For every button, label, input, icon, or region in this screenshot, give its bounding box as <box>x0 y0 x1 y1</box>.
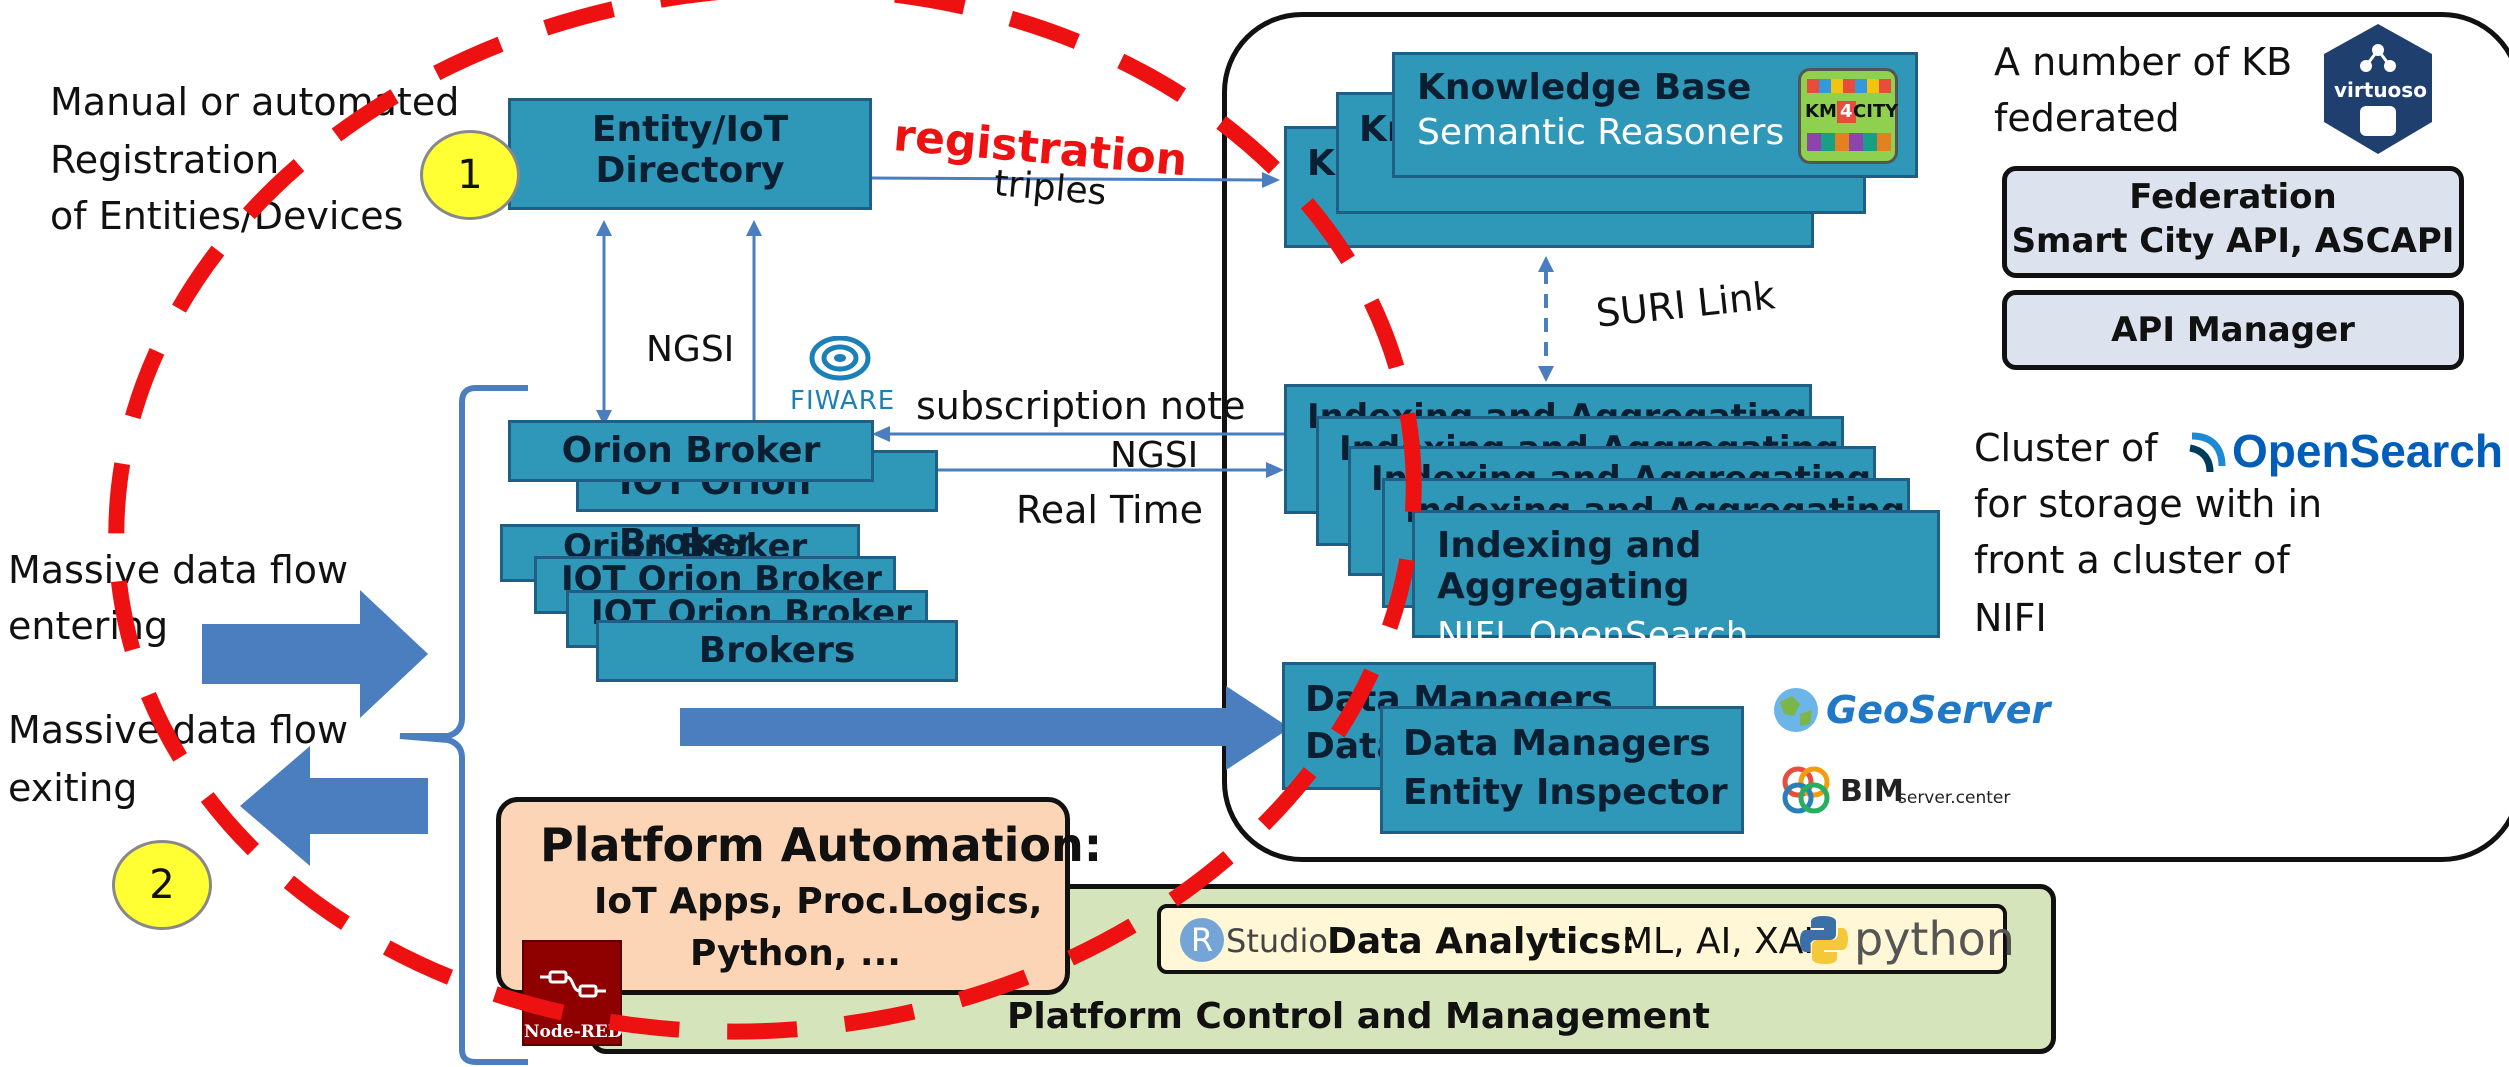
indexing-box: Indexing and Aggregating NIFI, OpenSearc… <box>1412 510 1940 656</box>
broker-label-orion: Orion Broker <box>561 430 821 471</box>
opensearch-logo: OpenSearch <box>2184 424 2503 484</box>
entity-directory-line2: Directory <box>595 150 785 191</box>
virtuoso-label: virtuoso <box>2334 78 2427 102</box>
entity-directory-box: Entity/IoT Directory <box>508 98 872 210</box>
bim-logo: BIM server.center <box>1778 762 2018 822</box>
marker-2: 2 <box>112 840 212 930</box>
km4city-4: 4 <box>1837 101 1856 123</box>
fiware-logo: FIWARE <box>790 336 894 416</box>
real-time-label: Real Time <box>1016 488 1203 532</box>
registration-text-1: Manual or automated <box>50 80 460 124</box>
indexing-subtitle: NIFI, OpenSearch <box>1437 615 1749 656</box>
ngsi-vertical-label: NGSI <box>646 329 735 370</box>
km4city-logo: KM 4 CITY <box>1798 68 1898 164</box>
opensearch-label: OpenSearch <box>2232 425 2503 477</box>
registration-text-3: of Entities/Devices <box>50 194 404 238</box>
flow-in-arrow <box>202 590 428 718</box>
data-managers-line1: Data Managers <box>1403 723 1711 764</box>
kb-federated-2: federated <box>1994 96 2180 140</box>
fiware-icon <box>809 336 871 381</box>
federation-panel: Federation Smart City API, ASCAPI <box>2002 166 2464 278</box>
left-brace <box>399 385 528 1065</box>
opensearch-text-3: front a cluster of <box>1974 538 2290 582</box>
ngsi-horizontal-label: NGSI <box>1110 435 1199 476</box>
flow-out-text-2: exiting <box>8 766 138 810</box>
subscription-label: subscription note <box>916 384 1246 428</box>
bim-sublabel: server.center <box>1898 788 2011 808</box>
python-logo: python <box>1800 912 2015 968</box>
data-analytics-rest: ML, AI, XAI <box>1622 921 1815 962</box>
federation-line1: Federation <box>2129 177 2337 217</box>
kb-title: Knowledge Base <box>1417 67 1752 108</box>
bim-icon <box>1782 766 1830 814</box>
python-icon <box>1800 916 1848 964</box>
data-managers-arrow <box>680 686 1290 770</box>
api-manager-label: API Manager <box>2111 310 2355 350</box>
registration-text-2: Registration <box>50 138 280 182</box>
opensearch-text-1: Cluster of <box>1974 426 2158 470</box>
orion-broker-box: Orion Broker <box>508 420 874 482</box>
brokers-box: Brokers <box>596 620 958 682</box>
python-label: python <box>1854 912 2015 966</box>
virtuoso-icon <box>2324 24 2432 154</box>
opensearch-text-4: NIFI <box>1974 596 2047 640</box>
flow-out-text-1: Massive data flow <box>8 708 349 752</box>
virtuoso-logo: virtuoso <box>2322 22 2434 156</box>
geoserver-logo: GeoServer <box>1770 682 2050 742</box>
opensearch-icon <box>2189 432 2226 473</box>
entity-directory-line1: Entity/IoT <box>591 109 789 150</box>
indexing-title: Indexing and Aggregating <box>1437 525 1702 607</box>
flow-in-text-2: entering <box>8 604 169 648</box>
data-managers-line2: Entity Inspector <box>1403 772 1728 813</box>
bim-label: BIM <box>1840 774 1904 809</box>
marker-1: 1 <box>420 130 520 220</box>
km4city-km: KM <box>1805 101 1837 122</box>
flow-in-text-1: Massive data flow <box>8 548 349 592</box>
data-managers-box: Data Managers Entity Inspector <box>1380 706 1744 834</box>
api-manager-panel: API Manager <box>2002 290 2464 370</box>
federation-line2: Smart City API, ASCAPI <box>2011 221 2455 261</box>
broker-label-brokers: Brokers <box>698 630 856 671</box>
flow-out-arrow <box>240 746 428 866</box>
fiware-label: FIWARE <box>790 386 896 416</box>
km4city-city: CITY <box>1853 101 1899 122</box>
kb-federated-1: A number of KB <box>1994 40 2293 84</box>
opensearch-text-2: for storage with in <box>1974 482 2323 526</box>
geoserver-icon <box>1774 688 1818 732</box>
geoserver-label: GeoServer <box>1826 688 2051 732</box>
kb-subtitle: Semantic Reasoners <box>1417 112 1785 153</box>
